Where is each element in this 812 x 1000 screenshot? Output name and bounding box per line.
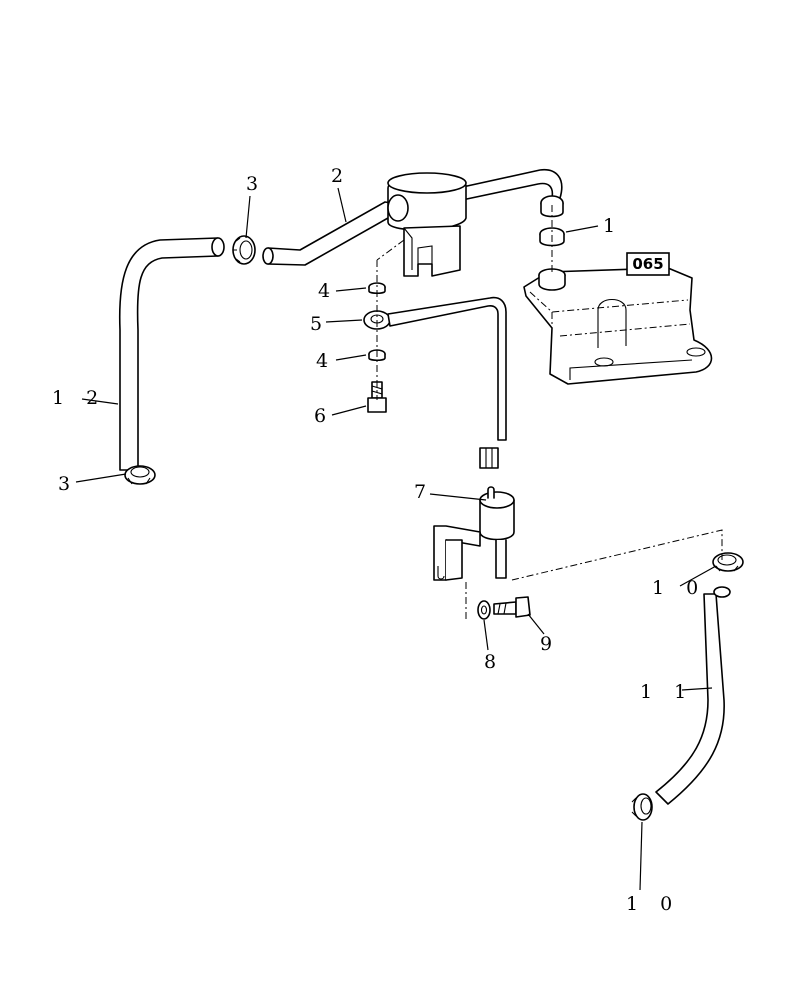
fuel-filter [387, 172, 467, 277]
hose-clamp-10-bottom [631, 793, 653, 821]
reference-label: 065 [632, 255, 663, 273]
callout-4-top: 4 [318, 280, 330, 302]
callout-6: 6 [314, 405, 326, 427]
callout-11: 1 1 [640, 681, 694, 703]
hose-clamp-bottom [124, 465, 156, 485]
hose-12 [118, 237, 225, 471]
filter-7 [433, 486, 515, 581]
callout-8: 8 [484, 651, 496, 673]
banjo-5 [363, 296, 507, 441]
callout-4-bottom: 4 [316, 350, 328, 372]
callout-9: 9 [540, 633, 552, 655]
callout-2: 2 [331, 165, 343, 187]
callout-3-top: 3 [246, 173, 258, 195]
callout-10-top: 1 0 [652, 577, 706, 599]
callout-10-bottom: 1 0 [626, 893, 680, 915]
callout-3-bottom: 3 [58, 473, 70, 495]
bolt-9 [493, 596, 531, 618]
pipe-nut [479, 447, 499, 469]
washer-8 [477, 600, 491, 620]
hose-clamp-top [232, 235, 256, 265]
engine-head-065 [523, 267, 713, 385]
callout-7: 7 [414, 481, 426, 503]
leader-lines [75, 187, 717, 891]
callout-5: 5 [310, 313, 322, 335]
callout-1: 1 [603, 215, 615, 237]
hose-clamp-10-top [712, 552, 744, 572]
callout-12: 1 2 [52, 387, 106, 409]
reference-box: 065 [626, 252, 670, 276]
hose-11 [655, 586, 731, 805]
assembly-lines [376, 205, 723, 622]
